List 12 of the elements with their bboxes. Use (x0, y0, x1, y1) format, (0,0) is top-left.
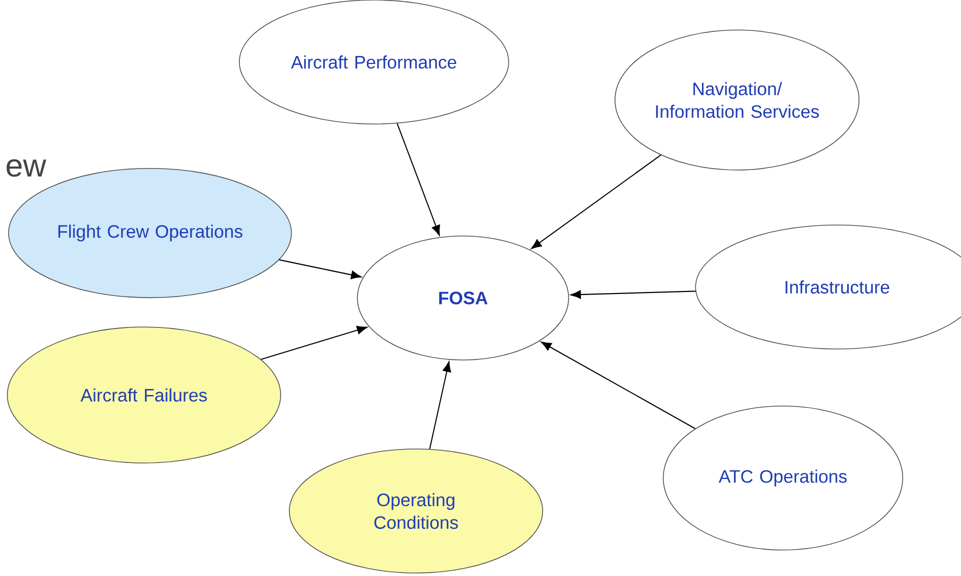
ellipse-node: FOSA (357, 236, 569, 360)
arrow (429, 361, 452, 450)
ellipse-node: ATC Operations (662, 406, 904, 550)
arrow (260, 326, 368, 360)
ellipse-node: Navigation/ Information Services (614, 30, 860, 170)
arrow (396, 123, 440, 236)
arrow (279, 259, 362, 280)
arrow (540, 342, 696, 430)
arrow (570, 290, 696, 299)
ellipse-node: Aircraft Failures (6, 326, 282, 464)
arrow (531, 154, 662, 249)
ellipse-node: Operating Conditions (288, 448, 544, 574)
